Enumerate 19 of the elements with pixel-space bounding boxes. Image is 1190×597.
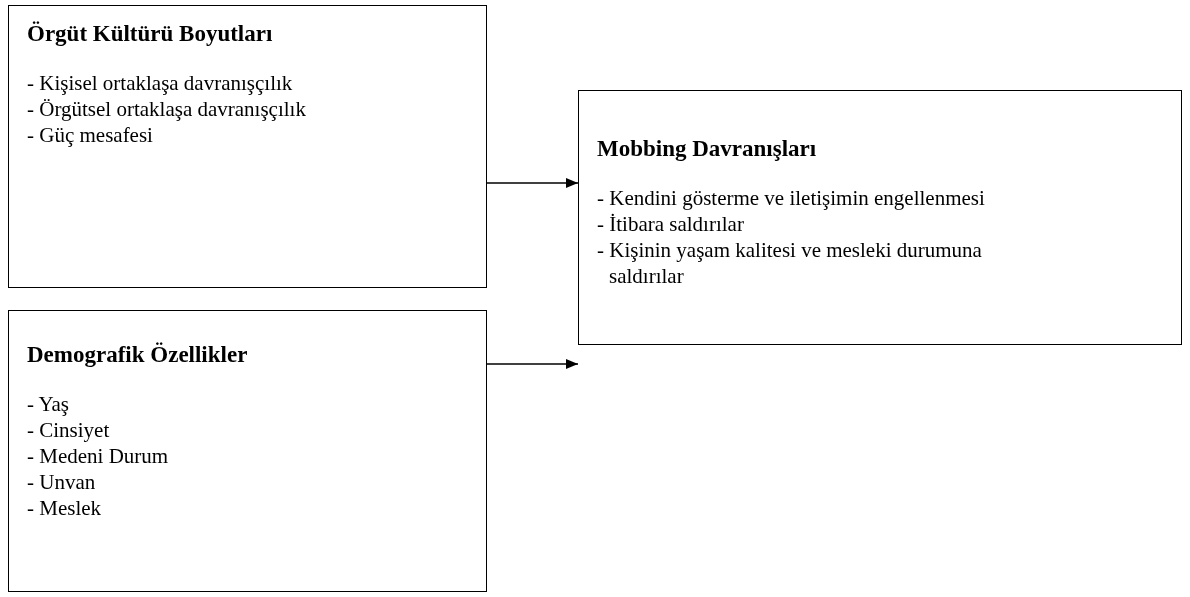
text-box — [8, 310, 487, 592]
box-heading: Demografik Özellikler — [27, 341, 248, 369]
list-item: - Yaş — [27, 391, 70, 417]
list-item: - Unvan — [27, 469, 96, 495]
arrow — [486, 178, 579, 188]
text-box — [578, 90, 1182, 345]
list-item: - Örgütsel ortaklaşa davranışçılık — [27, 96, 306, 122]
list-item: - Meslek — [27, 495, 102, 521]
list-item: - Medeni Durum — [27, 443, 169, 469]
list-item: - Kişinin yaşam kalitesi ve mesleki durumuna saldırılar — [597, 237, 983, 289]
box-heading: Örgüt Kültürü Boyutları — [27, 20, 273, 48]
text-box — [8, 5, 487, 288]
list-item: - Cinsiyet — [27, 417, 110, 443]
arrow — [486, 359, 579, 369]
list-item: - İtibara saldırılar — [597, 211, 744, 237]
list-item: - Kişisel ortaklaşa davranışçılık — [27, 70, 293, 96]
list-item: - Güç mesafesi — [27, 122, 153, 148]
box-heading: Mobbing Davranışları — [597, 135, 817, 163]
list-item: - Kendini gösterme ve iletişimin engellenmesi — [597, 185, 985, 211]
